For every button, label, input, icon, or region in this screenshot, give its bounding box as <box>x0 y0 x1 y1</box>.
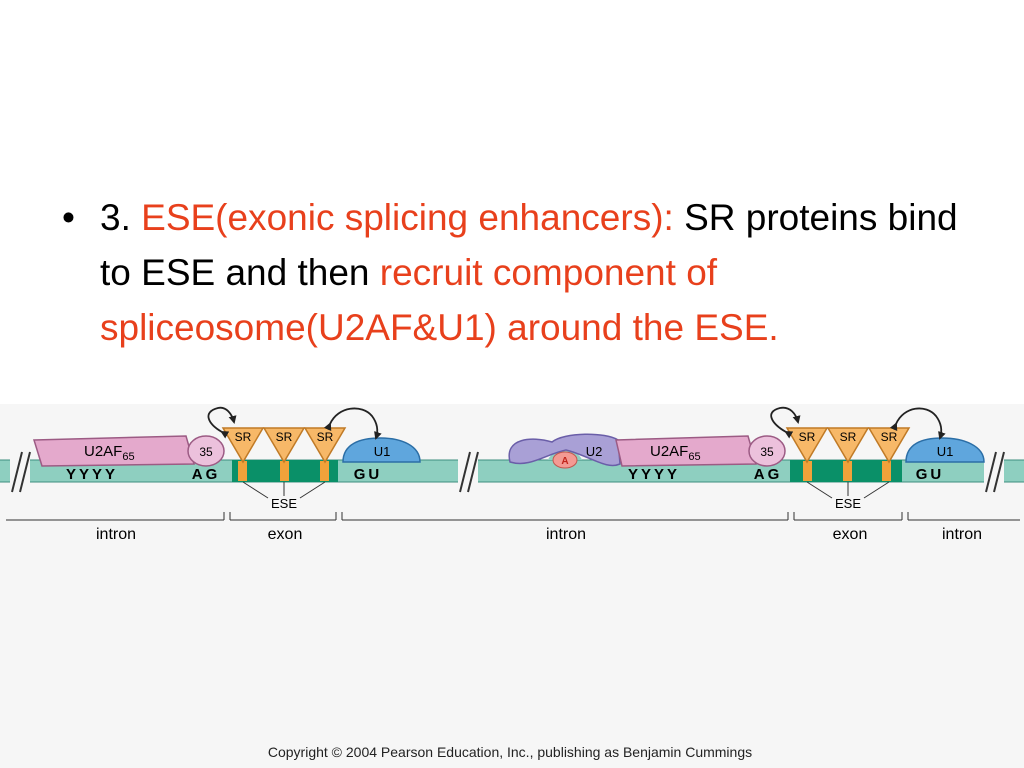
body-text-black: SR proteins bind to ESE and then <box>100 197 958 293</box>
break-mark-left <box>10 451 31 493</box>
sr-label-right-2: SR <box>840 430 857 444</box>
u1-label-left: U1 <box>374 444 391 459</box>
u2-label-right: U2 <box>586 444 603 459</box>
branch-point-label: A <box>561 456 568 467</box>
region-brackets <box>6 512 1020 521</box>
u2af-label-right: U2AF65 <box>650 443 701 463</box>
sr-label-right-1: SR <box>799 430 816 444</box>
region-label-intron-3: intron <box>942 526 982 543</box>
ese-pointer-lines-left <box>242 481 326 499</box>
break-mark-middle <box>458 451 479 493</box>
ese-site-left-2 <box>280 461 289 481</box>
region-label-exon-1: exon <box>268 526 303 543</box>
ese-site-left-3 <box>320 461 329 481</box>
recruit-arrow-right-u2af <box>770 406 801 439</box>
region-label-intron-1: intron <box>96 526 136 543</box>
seq-ag-right: AG <box>754 466 783 483</box>
region-label-exon-2: exon <box>833 526 868 543</box>
u2af35-protein-right <box>748 435 786 467</box>
ese-label-right: ESE <box>835 496 861 511</box>
sr-protein-left-2 <box>262 427 306 464</box>
bullet-paragraph: 3. ESE(exonic splicing enhancers): SR pr… <box>100 190 962 355</box>
splicing-diagram-svg: YYYY AG GU U2AF65 35 SR SR SR U1 ESE U2 … <box>0 406 1024 760</box>
seq-ag-left: AG <box>192 466 221 483</box>
u2af65-protein-left <box>32 435 195 467</box>
sr-label-left-2: SR <box>276 430 293 444</box>
seq-gu-right: GU <box>916 466 945 483</box>
seq-gu-left: GU <box>354 466 383 483</box>
u2af65-protein-right <box>615 435 757 467</box>
seq-yyyy-right: YYYY <box>628 466 680 483</box>
slide-text: • 3. ESE(exonic splicing enhancers): SR … <box>62 190 962 355</box>
sr-protein-right-2 <box>826 427 870 464</box>
bullet-number: 3. <box>100 197 131 238</box>
ese-pointer-lines-right <box>806 481 890 499</box>
u2af-label-left: U2AF65 <box>84 443 135 463</box>
body-text-red: recruit component of spliceosome(U2AF&U1… <box>100 252 779 348</box>
u2af35-protein-left <box>187 435 225 467</box>
sr-label-left-1: SR <box>235 430 252 444</box>
recruit-arrow-left-u2af <box>207 406 237 439</box>
break-mark-right <box>984 451 1005 493</box>
ese-site-right-1 <box>803 461 812 481</box>
region-label-intron-2: intron <box>546 526 586 543</box>
sr-label-left-3: SR <box>317 430 334 444</box>
ese-site-left-1 <box>238 461 247 481</box>
u2af35-label-left: 35 <box>199 445 213 459</box>
seq-yyyy-left: YYYY <box>66 466 118 483</box>
ese-site-right-2 <box>843 461 852 481</box>
bullet-marker: • <box>62 197 75 238</box>
u1-label-right: U1 <box>937 444 954 459</box>
copyright-notice: Copyright © 2004 Pearson Education, Inc.… <box>268 744 752 760</box>
ese-term: ESE(exonic splicing enhancers): <box>141 197 674 238</box>
recruit-arrow-left-u1 <box>323 407 382 440</box>
recruit-arrow-right-u1 <box>889 407 946 440</box>
splicing-figure: YYYY AG GU U2AF65 35 SR SR SR U1 ESE U2 … <box>0 404 1024 768</box>
ese-label-left: ESE <box>271 496 297 511</box>
sr-label-right-3: SR <box>881 430 898 444</box>
branch-point-a <box>552 451 578 469</box>
u2af35-label-right: 35 <box>760 445 774 459</box>
ese-site-right-3 <box>882 461 891 481</box>
